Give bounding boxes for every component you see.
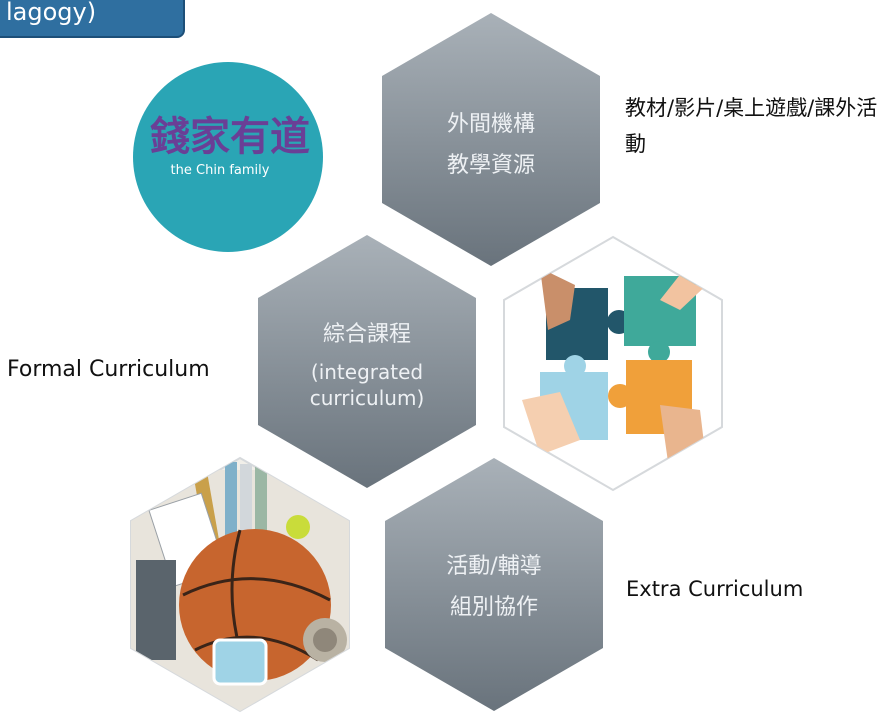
school-supplies-image xyxy=(130,456,350,713)
logo-subtitle: the Chin family xyxy=(171,163,270,178)
hex-integrated-line1: 綜合課程 xyxy=(323,322,411,347)
hex-integrated-curriculum: 綜合課程 (integrated curriculum) xyxy=(258,235,476,488)
hex-activities-line2: 組別協作 xyxy=(450,595,538,620)
hex-external-line2: 教學資源 xyxy=(447,153,535,178)
formal-curriculum-label: Formal Curriculum xyxy=(7,357,210,382)
logo-title: 錢家有道 xyxy=(150,114,310,160)
hex-external-line1: 外間機構 xyxy=(447,112,535,137)
hex-activities: 活動/輔導 組別協作 xyxy=(385,458,603,711)
hex-external-resources: 外間機構 教學資源 xyxy=(382,13,600,266)
section-tab-label: lagogy) xyxy=(6,0,97,26)
extra-curriculum-label: Extra Curriculum xyxy=(626,577,804,601)
external-resources-note: 教材/影片/桌上遊戲/課外活動 xyxy=(625,96,878,156)
puzzle-hands-image xyxy=(503,235,723,492)
section-tab: lagogy) xyxy=(0,0,185,38)
hex-integrated-line3: curriculum) xyxy=(310,386,425,410)
hex-activities-line1: 活動/輔導 xyxy=(446,554,541,579)
logo-circle: 錢家有道 the Chin family xyxy=(133,62,323,252)
hex-integrated-line2: (integrated xyxy=(311,360,423,384)
